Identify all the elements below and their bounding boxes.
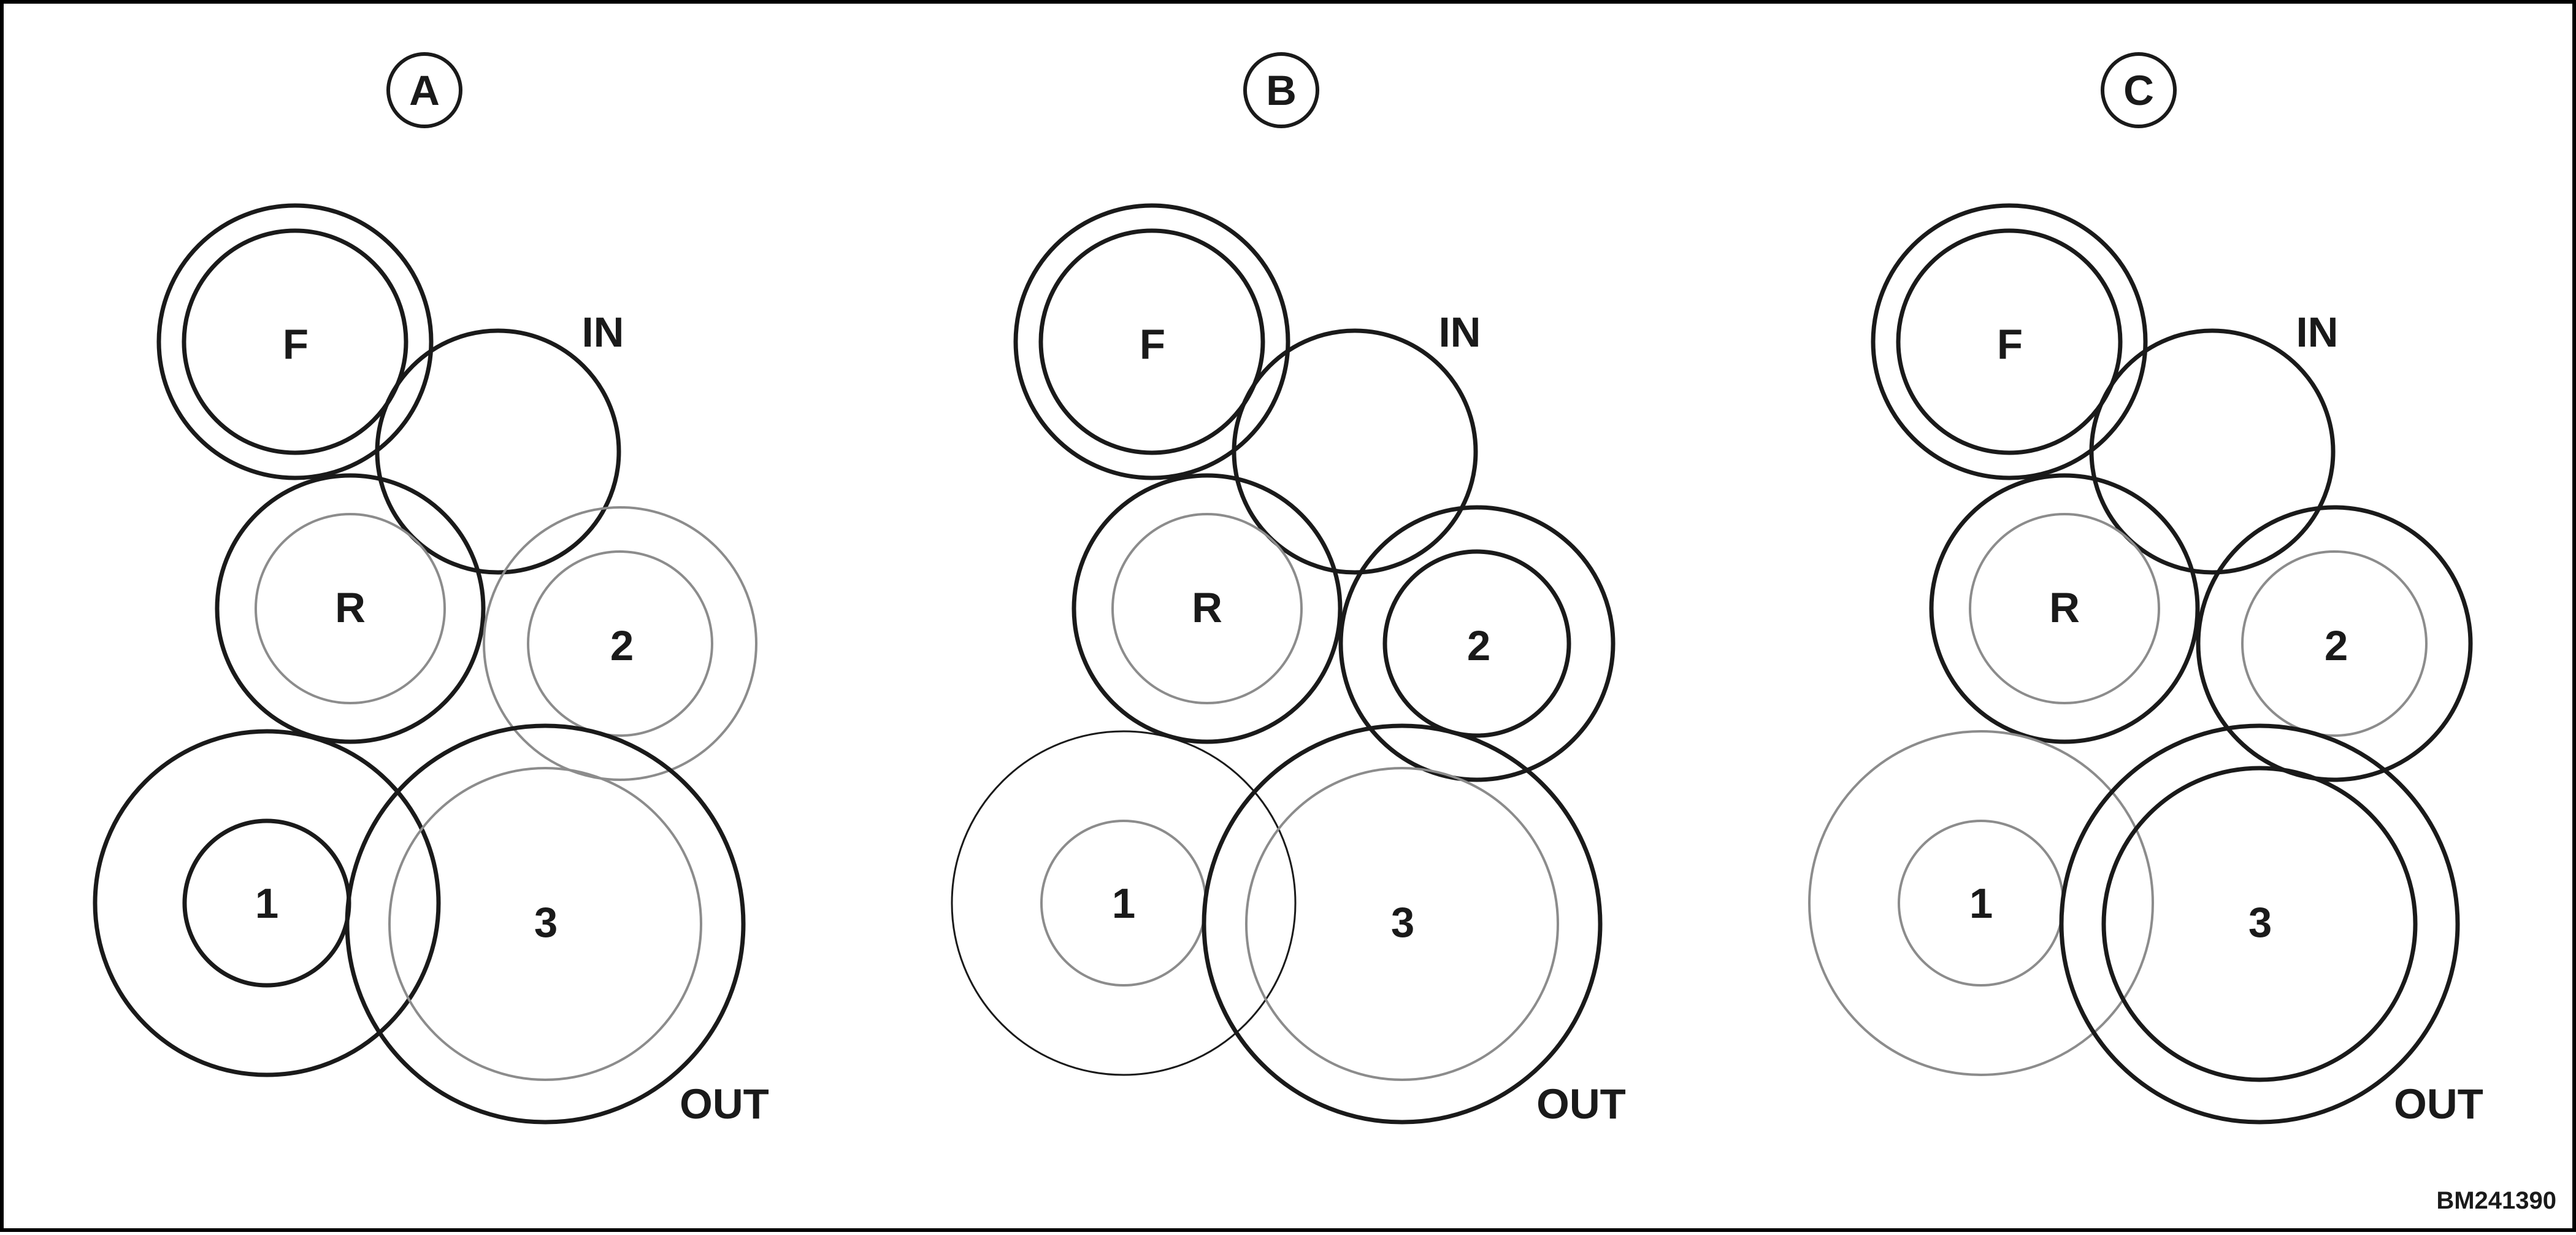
output-label: OUT <box>2394 1080 2483 1128</box>
gear-2-label: 2 <box>2325 622 2348 669</box>
gear-f-outer-ring <box>1013 203 1290 480</box>
gear-3-outer-ring <box>1202 723 1603 1125</box>
gear-f-outer-ring <box>156 203 434 480</box>
gear-3-label: 3 <box>534 899 558 946</box>
gear-3 <box>2059 723 2460 1125</box>
gear-in <box>375 328 621 575</box>
gear-3-label: 3 <box>1391 899 1414 946</box>
gear-r-inner-ring <box>1111 513 1303 704</box>
gear-2-inner-ring <box>1382 549 1571 738</box>
panel-letter-circle <box>1243 52 1319 128</box>
gear-1-outer-ring <box>951 730 1297 1076</box>
gear-f-inner-ring <box>1038 228 1265 455</box>
panel-c: C F IN R 2 1 3 OUT <box>1808 52 2483 1128</box>
gear-2 <box>1338 505 1616 782</box>
gear-3-outer-ring <box>345 723 746 1125</box>
input-label: IN <box>1439 309 1481 356</box>
output-label: OUT <box>1536 1080 1626 1128</box>
gear-in <box>1232 328 1478 575</box>
gear-2-label: 2 <box>1467 622 1490 669</box>
output-label: OUT <box>680 1080 769 1128</box>
gear-r <box>215 473 486 744</box>
gear-r-inner-ring <box>255 513 446 704</box>
input-label: IN <box>582 309 624 356</box>
gear-1-label: 1 <box>255 880 278 927</box>
gear-2-outer-ring <box>483 506 757 781</box>
gear-2-inner-ring <box>2241 550 2428 737</box>
gear-r <box>1071 473 1343 744</box>
panel-letter: B <box>1266 67 1297 114</box>
gear-2-inner-ring <box>527 550 713 737</box>
figure-id: BM241390 <box>2436 1187 2556 1214</box>
gear-3-inner-ring <box>388 767 702 1081</box>
gear-f <box>1871 203 2148 480</box>
gear-1-outer-ring <box>1808 730 2154 1076</box>
gear-r-inner-ring <box>1969 513 2160 704</box>
gear-2-outer-ring <box>2196 505 2473 782</box>
panel-letter: A <box>409 67 440 114</box>
gear-f-label: F <box>1140 321 1165 368</box>
gear-r-outer-ring <box>215 473 486 744</box>
gear-f-label: F <box>1997 321 2023 368</box>
panel-a: A F IN R 2 1 3 OUT <box>93 52 769 1128</box>
gear-r <box>1929 473 2200 744</box>
gear-2 <box>2196 505 2473 782</box>
gear-3-outer-ring <box>2059 723 2460 1125</box>
gear-3-label: 3 <box>2248 899 2272 946</box>
gear-r-outer-ring <box>1071 473 1343 744</box>
gear-1-outer-ring <box>93 729 441 1077</box>
gear-2-outer-ring <box>1338 505 1616 782</box>
gear-3-inner-ring <box>2101 766 2418 1082</box>
panel-b: B F IN R 2 1 3 OUT <box>951 52 1626 1128</box>
gear-r-label: R <box>1192 584 1222 631</box>
gear-3-inner-ring <box>1245 767 1559 1081</box>
panel-letter-circle <box>386 52 462 128</box>
gear-f <box>156 203 434 480</box>
gear-f-inner-ring <box>182 228 408 455</box>
gear-2 <box>483 506 757 781</box>
gear-f-outer-ring <box>1871 203 2148 480</box>
panel-letter: C <box>2123 67 2154 114</box>
gear-f-label: F <box>283 321 309 368</box>
gear-3 <box>1202 723 1603 1125</box>
gear-r-label: R <box>335 584 366 631</box>
gear-f-inner-ring <box>1896 228 2123 455</box>
gear-f <box>1013 203 1290 480</box>
gear-1-label: 1 <box>1112 880 1135 927</box>
panel-letter-circle <box>2101 52 2177 128</box>
gear-2-label: 2 <box>610 622 634 669</box>
gear-in <box>2089 328 2336 575</box>
gear-3 <box>345 723 746 1125</box>
gear-1-label: 1 <box>1969 880 1993 927</box>
gear-r-outer-ring <box>1929 473 2200 744</box>
input-label: IN <box>2296 309 2339 356</box>
gear-r-label: R <box>2049 584 2080 631</box>
